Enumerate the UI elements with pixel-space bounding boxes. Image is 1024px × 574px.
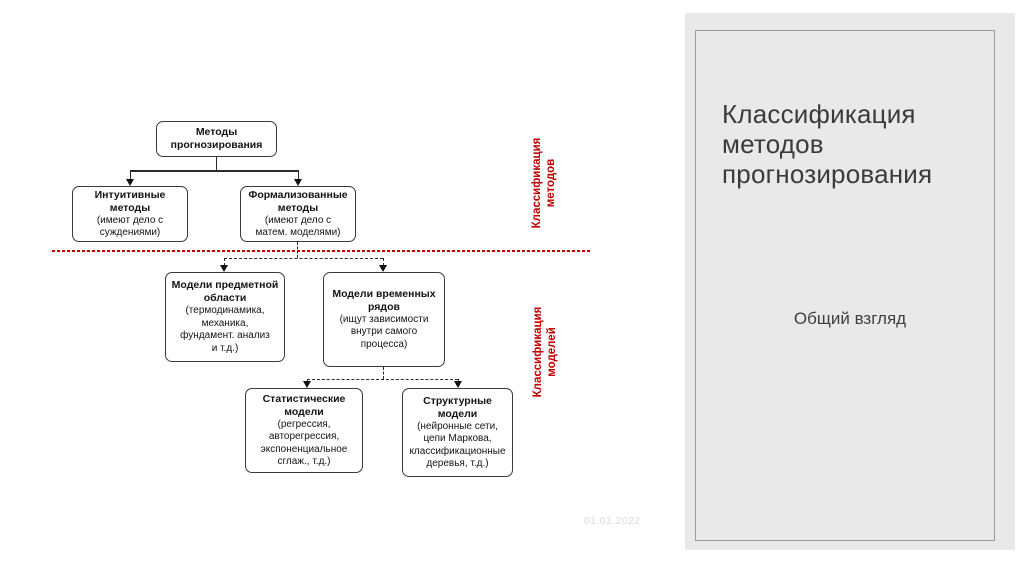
slide-date: 01.01.2022 xyxy=(584,515,641,527)
box-title-line: Методы xyxy=(195,126,238,138)
box-title-line: Формализованные xyxy=(248,188,348,201)
box-sub-line: (имеют дело с xyxy=(96,214,164,226)
box-sub-line: и т.д.) xyxy=(211,342,239,354)
arrowhead-formalized xyxy=(294,179,302,186)
box-title-line: Интуитивные xyxy=(94,188,166,201)
section-label-line: Классификация xyxy=(531,137,543,229)
connector-bottom-branch xyxy=(307,379,458,380)
box-sub-line: (нейронные сети, xyxy=(417,420,498,432)
box-domain-models: Модели предметной области (термодинамика… xyxy=(165,272,285,362)
box-title-line: Структурные xyxy=(423,394,492,407)
arrowhead-timeseries xyxy=(379,265,387,272)
box-title-line: области xyxy=(203,292,247,304)
section-label-line: методов xyxy=(544,158,557,208)
box-forecasting-methods: Методы прогнозирования xyxy=(156,121,277,157)
box-title-line: методы xyxy=(277,201,319,214)
connector-to-intuitive xyxy=(129,170,131,179)
box-title-line: Модели предметной xyxy=(171,279,279,291)
box-intuitive-methods: Интуитивные методы (имеют дело с суждени… xyxy=(72,186,188,242)
connector-to-statistical xyxy=(306,379,308,382)
box-sub-line: (термодинамика, xyxy=(185,305,265,316)
section-label-line: моделей xyxy=(545,327,558,377)
connector-to-formalized xyxy=(297,170,299,179)
section-label-models-classification: Классификация моделей xyxy=(532,292,560,412)
box-title-line: модели xyxy=(437,407,478,420)
box-sub-line: сглаж., т.д.) xyxy=(277,456,331,467)
connector-to-domain xyxy=(223,258,225,266)
box-statistical-models: Статистические модели (регрессия, авторе… xyxy=(245,388,363,473)
box-sub-line: механика, xyxy=(201,317,249,329)
connector-to-timeseries xyxy=(382,258,384,266)
section-label-line: Классификация xyxy=(532,306,544,398)
box-sub-line: (регрессия, xyxy=(277,418,331,430)
arrowhead-structural xyxy=(454,381,462,388)
box-sub-line: экспоненциальное xyxy=(260,443,348,455)
box-structural-models: Структурные модели (нейронные сети, цепи… xyxy=(402,388,513,477)
arrowhead-domain xyxy=(220,265,228,272)
box-title-line: методы xyxy=(109,201,151,214)
box-sub-line: суждениями) xyxy=(99,227,161,238)
slide-subtitle: Общий взгляд xyxy=(793,309,907,328)
box-sub-line: фундамент. анализ xyxy=(180,330,270,341)
box-sub-line: авторегрессия, xyxy=(268,431,340,442)
box-timeseries-models: Модели временных рядов (ищут зависимости… xyxy=(323,272,445,367)
box-sub-line: матем. моделями) xyxy=(255,227,341,238)
box-sub-line: (ищут зависимости xyxy=(339,313,429,325)
arrowhead-statistical xyxy=(303,381,311,388)
box-sub-line: цепи Маркова, xyxy=(423,433,492,444)
box-formalized-methods: Формализованные методы (имеют дело с мат… xyxy=(240,186,356,242)
red-divider-line xyxy=(52,250,591,252)
connector-top-branch xyxy=(130,170,298,172)
connector-root-down xyxy=(215,157,217,171)
box-title-line: модели xyxy=(284,405,324,418)
panel-inner-border xyxy=(695,30,995,541)
box-sub-line: классификационные xyxy=(409,445,506,457)
box-sub-line: деревья, т.д.) xyxy=(426,458,489,469)
box-sub-line: внутри самого xyxy=(350,326,418,338)
connector-to-structural xyxy=(457,379,459,382)
arrowhead-intuitive xyxy=(126,179,134,186)
box-title-line: Статистические xyxy=(262,392,346,405)
box-sub-line: (имеют дело с xyxy=(264,214,332,226)
box-title-line: прогнозирования xyxy=(170,139,263,151)
slide-title: Классификация методов прогнозирования xyxy=(722,99,933,189)
section-label-methods-classification: Классификация методов xyxy=(531,123,559,243)
box-sub-line: процесса) xyxy=(360,338,408,350)
connector-mid-branch xyxy=(224,258,383,259)
connector-timeseries-down xyxy=(382,367,384,379)
connector-formalized-down xyxy=(297,242,298,258)
box-title-line: рядов xyxy=(368,300,400,313)
title-side-panel: Классификация методов прогнозирования Об… xyxy=(685,13,1015,550)
box-title-line: Модели временных xyxy=(332,287,436,300)
